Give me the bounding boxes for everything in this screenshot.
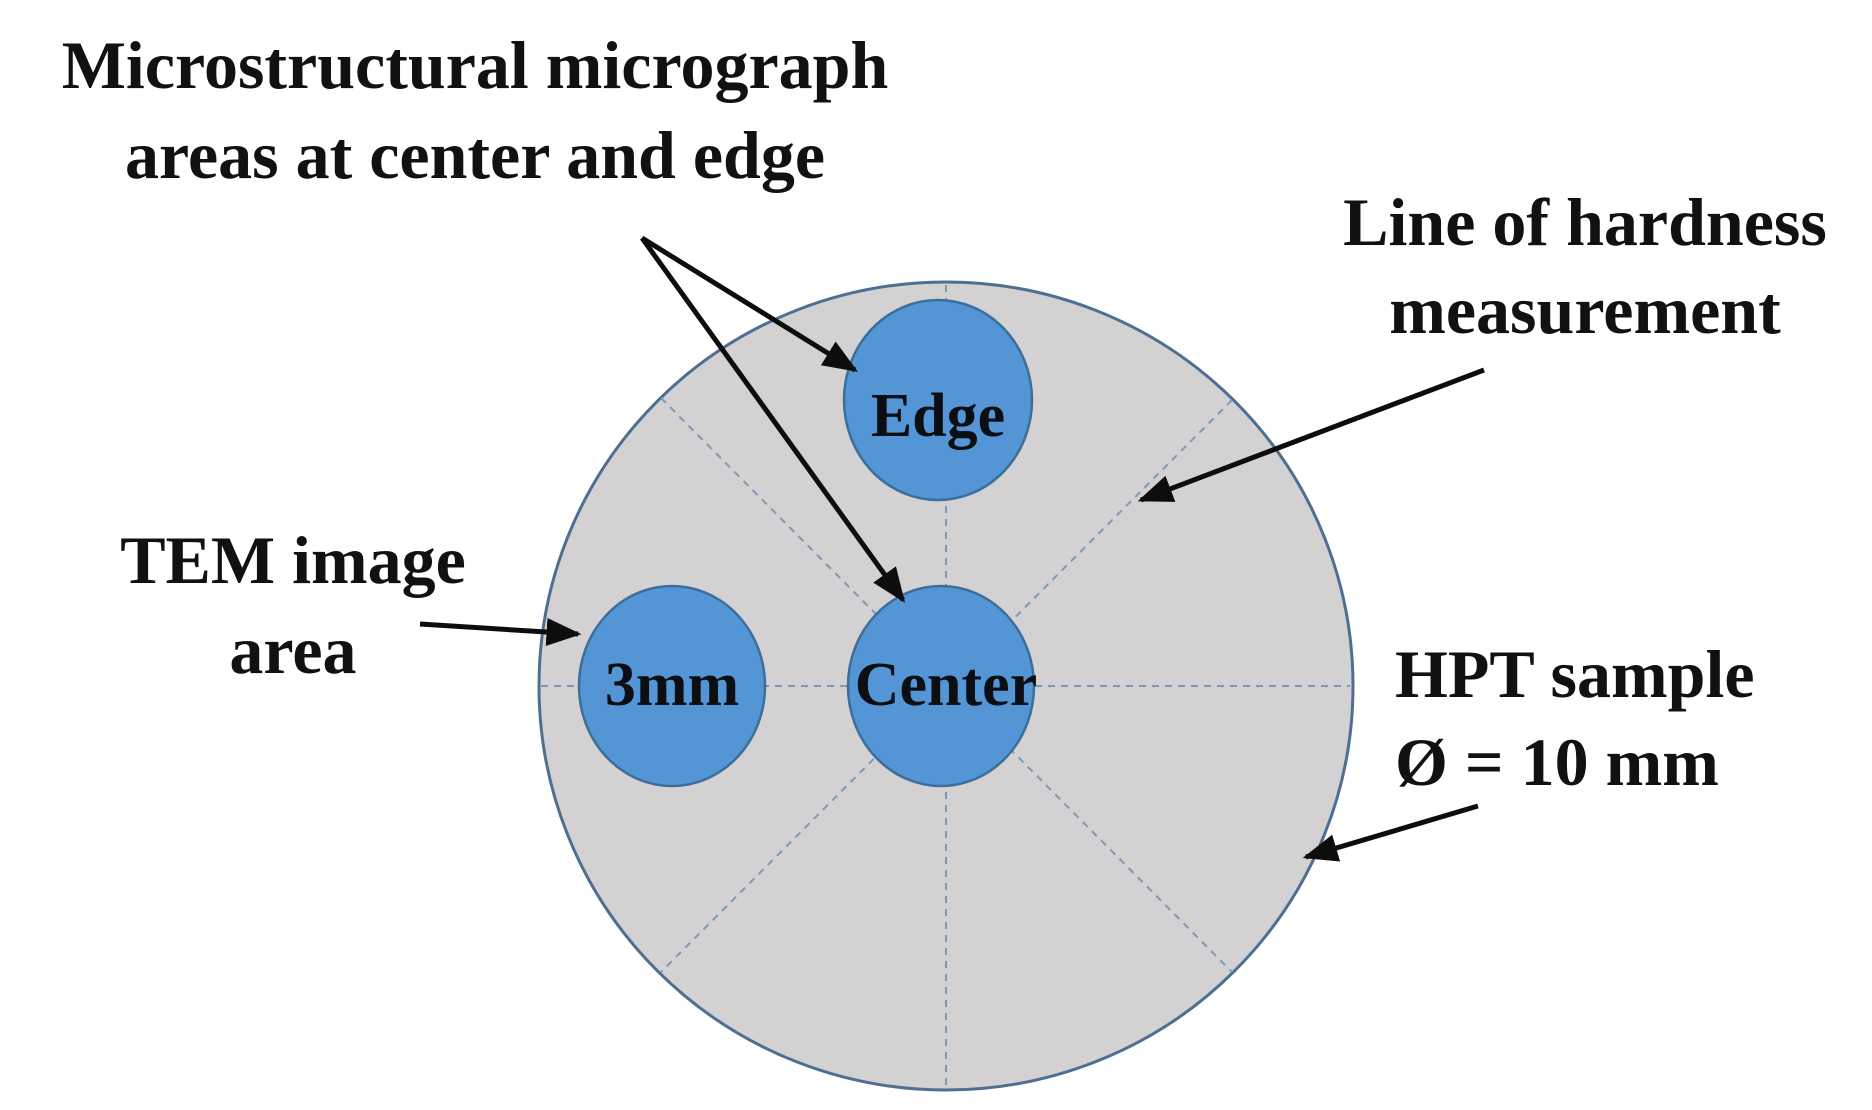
arrow-to-tem-area bbox=[419, 618, 582, 646]
hardness-label-line1: Line of hardness bbox=[1343, 184, 1827, 260]
tem-label-line1: TEM image bbox=[120, 522, 466, 598]
edge-label: Edge bbox=[871, 382, 1005, 450]
annotation-arrows bbox=[419, 235, 1485, 862]
arrow-to-sample-edge bbox=[1302, 803, 1479, 862]
tem-region bbox=[577, 584, 767, 788]
sample-label-line2: Ø = 10 mm bbox=[1395, 724, 1719, 800]
arrow-to-center bbox=[639, 236, 906, 603]
hardness-label-line2: measurement bbox=[1389, 272, 1781, 348]
edge-region bbox=[842, 298, 1034, 502]
arrow-to-edge bbox=[640, 235, 858, 373]
three-mm-label: 3mm bbox=[605, 651, 739, 719]
micrograph-label-line2: areas at center and edge bbox=[125, 117, 825, 193]
center-label: Center bbox=[855, 651, 1037, 719]
arrow-to-hardness-line bbox=[1137, 367, 1485, 503]
sample-label-line1: HPT sample bbox=[1395, 636, 1755, 712]
micrograph-label-line1: Microstructural micrograph bbox=[62, 27, 889, 103]
tem-label-line2: area bbox=[229, 612, 356, 688]
center-region bbox=[846, 584, 1036, 788]
